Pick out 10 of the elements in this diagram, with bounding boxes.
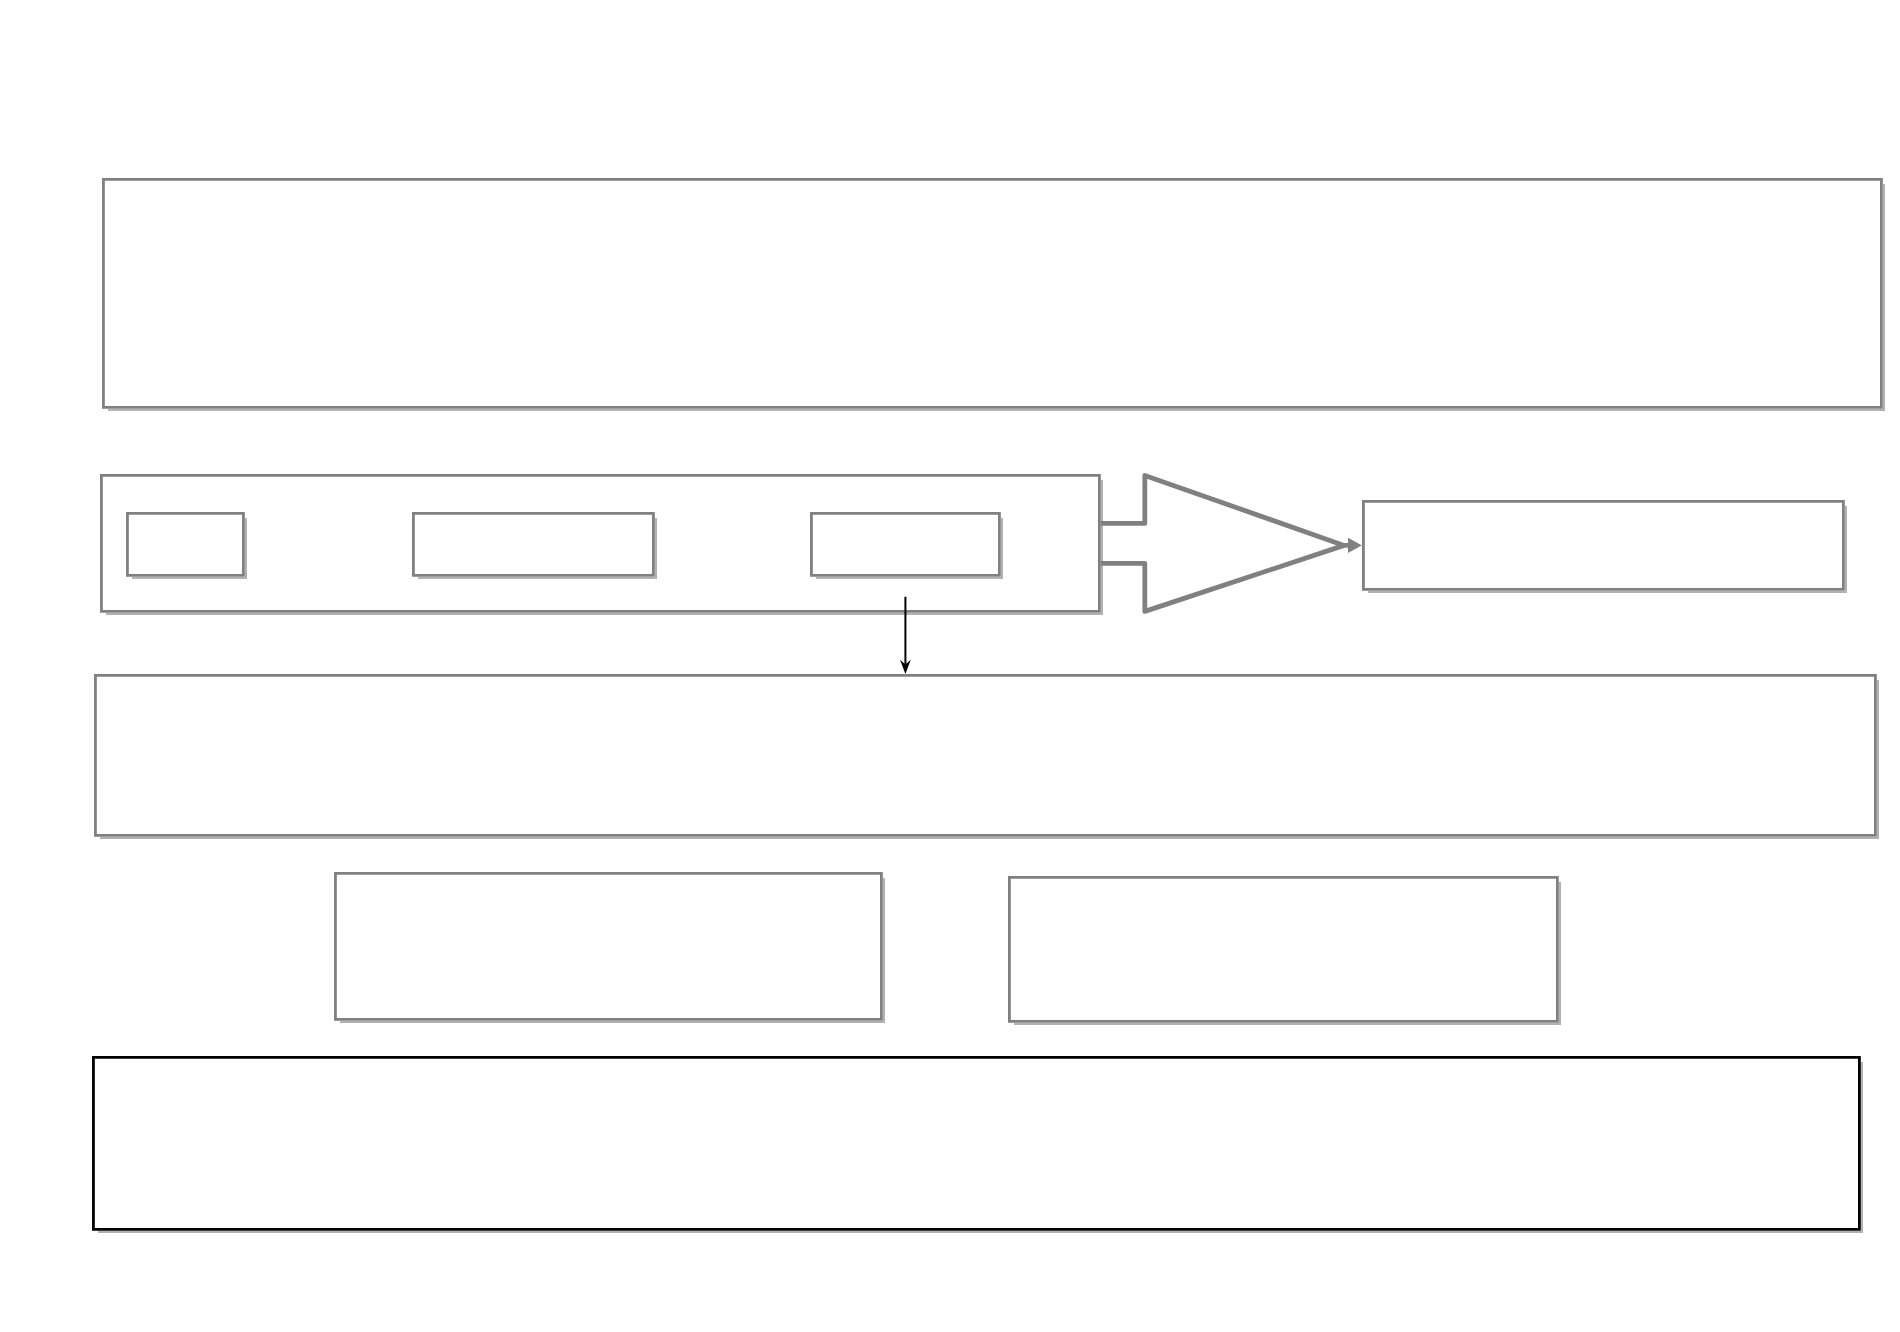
empty-box [810, 512, 1003, 579]
empty-box [1362, 500, 1847, 593]
empty-box [100, 474, 1103, 615]
empty-box [94, 674, 1879, 839]
empty-box [92, 1056, 1863, 1233]
empty-box [412, 512, 657, 579]
empty-box [102, 178, 1885, 411]
empty-box [334, 872, 885, 1023]
empty-box [1008, 876, 1561, 1025]
empty-box [126, 512, 247, 579]
